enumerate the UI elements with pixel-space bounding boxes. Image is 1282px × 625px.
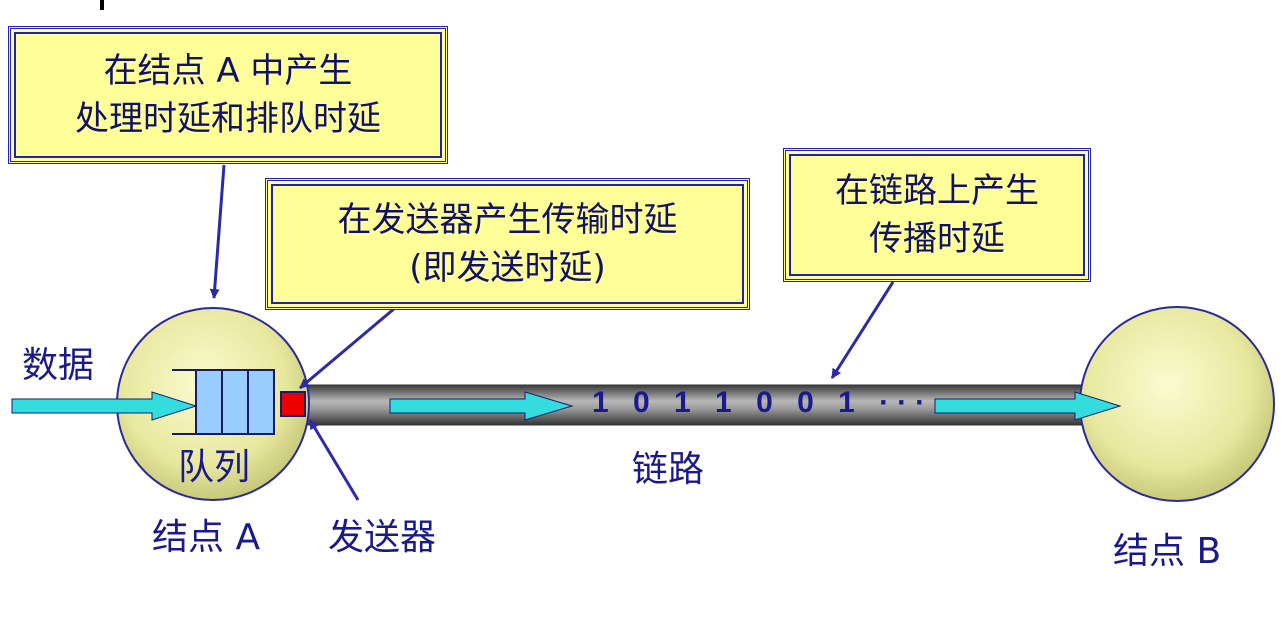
sender-block <box>280 391 306 417</box>
data-label: 数据 <box>22 345 95 386</box>
callout-link-line1: 在链路上产生 <box>835 171 1039 211</box>
sender-label: 发送器 <box>328 517 437 558</box>
link-arrow-2 <box>934 391 1122 421</box>
node-a-label: 结点 A <box>152 517 261 558</box>
corner-mark <box>100 0 104 10</box>
callout-node-a-line2: 处理时延和排队时延 <box>75 99 381 139</box>
callout-link: 在链路上产生 传播时延 <box>783 148 1091 282</box>
input-arrow <box>11 391 198 421</box>
callout-sender-line2: (即发送时延) <box>409 248 606 288</box>
link-arrow-1 <box>389 391 574 421</box>
node-b-label: 结点 B <box>1113 531 1222 572</box>
callout-node-a-line1: 在结点 A 中产生 <box>103 51 353 91</box>
pointer-sender-label <box>308 419 360 501</box>
callout-sender-line1: 在发送器产生传输时延 <box>337 200 678 240</box>
callout-node-a: 在结点 A 中产生 处理时延和排队时延 <box>8 26 448 164</box>
queue <box>172 369 275 435</box>
bitstream-label: 1 0 1 1 0 0 1 ··· <box>592 386 934 419</box>
link-label: 链路 <box>632 449 705 490</box>
pointer-node-a <box>209 164 226 299</box>
pointer-link <box>830 281 895 379</box>
callout-sender: 在发送器产生传输时延 (即发送时延) <box>265 178 750 310</box>
queue-label: 队列 <box>178 447 251 488</box>
pointer-sender-callout <box>299 306 396 390</box>
callout-link-line2: 传播时延 <box>869 219 1005 259</box>
